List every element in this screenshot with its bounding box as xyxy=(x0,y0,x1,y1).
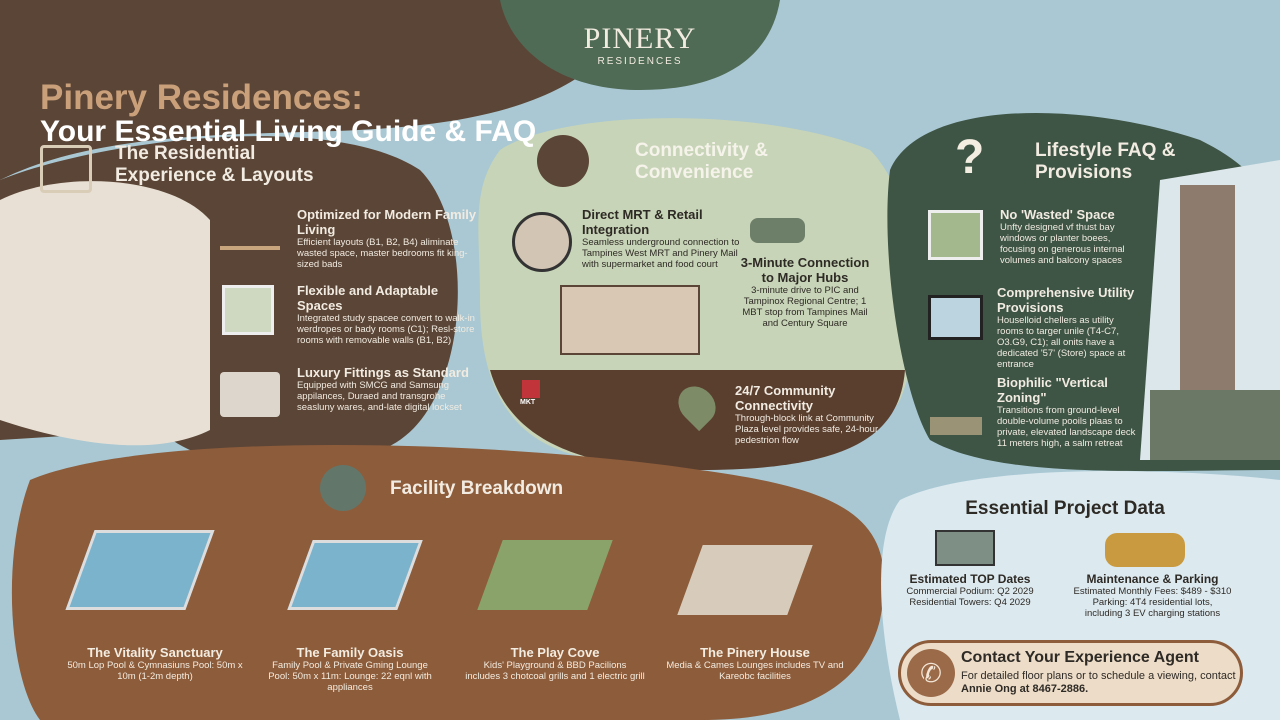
pool-ladder-icon xyxy=(320,465,366,511)
room-icon xyxy=(222,285,274,335)
floorplan-icon xyxy=(40,145,92,193)
page-title: Pinery Residences: xyxy=(40,78,363,117)
buildings-icon xyxy=(935,530,995,566)
tunnel-icon xyxy=(512,212,572,272)
question-house-icon: ? xyxy=(955,131,985,184)
balance-icon xyxy=(220,210,280,250)
top-dates: Estimated TOP Dates Commercial Podium: Q… xyxy=(906,572,1034,608)
contact-title: Contact Your Experience Agent xyxy=(961,649,1199,666)
residential-title: The Residential Experience & Layouts xyxy=(115,143,314,186)
washer-bath-icon xyxy=(220,372,280,417)
connectivity-title: Connectivity & Convenience xyxy=(635,140,769,183)
maintenance-parking: Maintenance & Parking Estimated Monthly … xyxy=(1073,572,1232,619)
faq-title: Lifestyle FAQ & Provisions xyxy=(1035,140,1176,183)
logo-name: PINERY xyxy=(583,22,697,55)
logo-sub: RESIDENCES xyxy=(597,56,683,67)
contact-agent[interactable]: Annie Ong at 8467-2886. xyxy=(961,683,1089,695)
logo: PINERY RESIDENCES xyxy=(560,22,720,67)
mrt-sign-icon xyxy=(522,380,540,398)
phone-icon: ✆ xyxy=(907,649,955,697)
car-icon xyxy=(750,218,805,243)
faq-item: Biophilic "Vertical Zoning"Transitions f… xyxy=(997,375,1136,449)
floorplan-utility-icon xyxy=(928,295,983,340)
contact-text: For detailed floor plans or to schedule … xyxy=(961,670,1236,695)
project-data-title: Essential Project Data xyxy=(965,498,1165,519)
vertical-arrow-icon xyxy=(930,385,982,435)
box-space-icon xyxy=(928,210,983,260)
mrt-label: MKT xyxy=(520,399,536,406)
contact-card[interactable]: ✆ Contact Your Experience Agent For deta… xyxy=(898,640,1243,706)
coins-garage-icon xyxy=(1105,533,1185,567)
train-shopping-icon xyxy=(537,135,589,187)
page-subtitle: Your Essential Living Guide & FAQ xyxy=(40,115,537,148)
facility-title: Facility Breakdown xyxy=(390,478,564,499)
station-building-illustration xyxy=(560,285,700,355)
